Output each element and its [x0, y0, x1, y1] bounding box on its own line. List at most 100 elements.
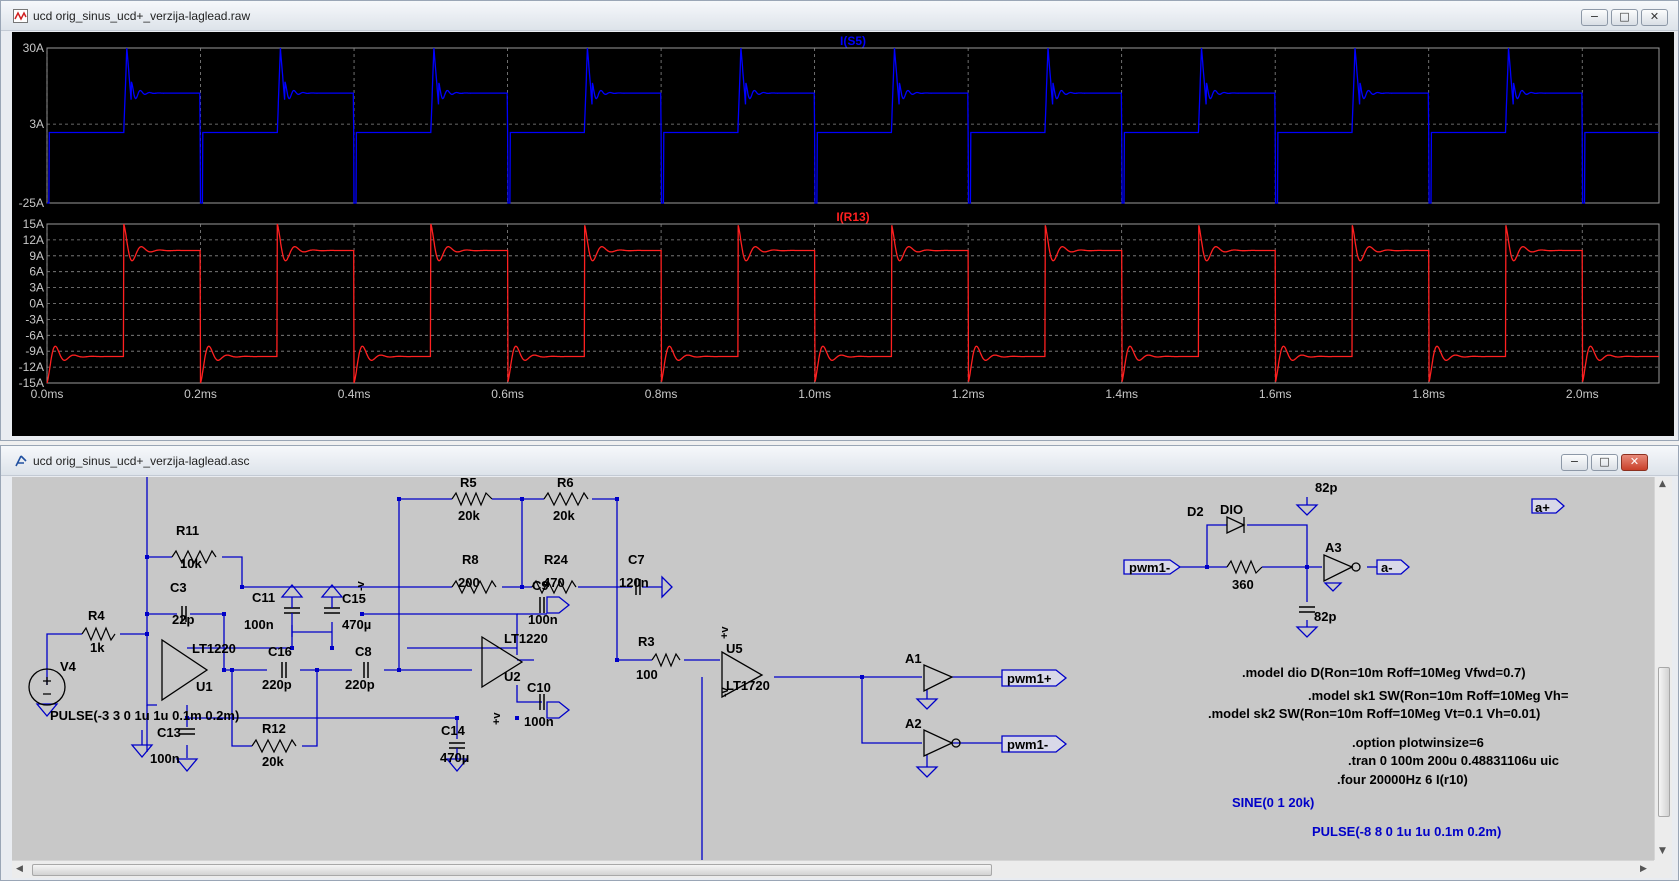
ytick-label: -9A — [25, 344, 44, 358]
ground-c15 — [320, 583, 344, 608]
label-c11: C11 — [252, 590, 275, 605]
label-r8: R8 — [462, 552, 479, 567]
label-c3: C3 — [170, 580, 187, 595]
ground-82p-bottom — [1295, 626, 1319, 638]
waveform-window-title: ucd orig_sinus_ucd+_verzija-laglead.raw — [33, 9, 251, 23]
ytick-label: 15A — [23, 217, 44, 231]
label-u1: U1 — [196, 679, 213, 694]
horizontal-scrollbar[interactable]: ◀ ▶ — [12, 860, 1654, 878]
label-c8: C8 — [355, 644, 372, 659]
scrollbar-corner — [1654, 860, 1672, 878]
label-a2: A2 — [905, 716, 922, 731]
label-v4-source: PULSE(-3 3 0 1u 1u 0.1m 0.2m) — [50, 708, 239, 723]
maximize-button[interactable]: □ — [1611, 9, 1638, 26]
label-u2-type: LT1220 — [504, 631, 548, 646]
label-c9-value: 100n — [528, 612, 558, 627]
label-r24-value: 470 — [543, 575, 565, 590]
diode-d2 — [1226, 515, 1246, 535]
label-c16: C16 — [268, 644, 292, 659]
plot-frame-1 — [46, 47, 1660, 204]
schematic-canvas[interactable]: R5 20k R6 20k R11 10k R8 200 R24 470 C7 … — [12, 477, 1654, 860]
label-82p-top: 82p — [1315, 480, 1337, 495]
schematic-window: ucd orig_sinus_ucd+_verzija-laglead.asc … — [0, 445, 1679, 881]
source-v4 — [28, 668, 66, 706]
label-r24: R24 — [544, 552, 569, 567]
ground-c9 — [546, 596, 571, 614]
xtick-label: 0.2ms — [184, 387, 217, 401]
scroll-left-arrow-icon[interactable]: ◀ — [16, 864, 23, 874]
capacitor-c11 — [284, 607, 300, 614]
label-r6-value: 20k — [553, 508, 575, 523]
wires — [46, 477, 1382, 860]
supply-labels: -v +v +v -v — [355, 580, 731, 725]
schematic-minimize-button[interactable]: − — [1561, 454, 1588, 471]
minimize-button[interactable]: − — [1581, 9, 1608, 26]
schematic-app-icon — [15, 455, 27, 467]
label-r12-value: 20k — [262, 754, 284, 769]
label-c13: C13 — [157, 725, 181, 740]
label-r11-value: 10k — [180, 556, 202, 571]
xtick-label: 0.8ms — [645, 387, 678, 401]
spice-directives: .model dio D(Ron=10m Roff=10Meg Vfwd=0.7… — [1208, 665, 1569, 787]
label-82p-bottom: 82p — [1314, 609, 1336, 624]
opamp-u2 — [481, 635, 524, 689]
ground-a3 — [1323, 582, 1343, 592]
resistor-r5 — [451, 491, 493, 507]
ytick-label: 3A — [29, 117, 44, 131]
label-r360-value: 360 — [1232, 577, 1254, 592]
ytick-label: 0A — [29, 297, 44, 311]
schematic-drawing[interactable]: R5 20k R6 20k R11 10k R8 200 R24 470 C7 … — [12, 477, 1654, 860]
vertical-scrollbar[interactable]: ▲ ▼ — [1654, 477, 1672, 860]
label-r5-value: 20k — [458, 508, 480, 523]
vertical-scroll-thumb[interactable] — [1658, 667, 1670, 817]
waveform-app-icon — [13, 9, 28, 23]
close-button[interactable]: ✕ — [1641, 9, 1668, 26]
xtick-label: 0.0ms — [31, 387, 64, 401]
scroll-down-arrow-icon[interactable]: ▼ — [1659, 846, 1666, 856]
ytick-label: 30A — [23, 41, 44, 55]
resistor-r360 — [1226, 559, 1263, 575]
resistor-r12 — [251, 738, 297, 754]
xtick-label: 0.6ms — [491, 387, 524, 401]
schematic-maximize-button[interactable]: □ — [1591, 454, 1618, 471]
capacitor-c13 — [179, 728, 195, 735]
capacitor-c16 — [281, 662, 287, 678]
label-aplus: a+ — [1535, 500, 1550, 515]
buffer-a3 — [1323, 554, 1354, 583]
ground-r11 — [130, 730, 154, 759]
schematic-titlebar[interactable]: ucd orig_sinus_ucd+_verzija-laglead.asc … — [1, 446, 1678, 476]
directive-option: .option plotwinsize=6 — [1352, 735, 1484, 750]
label-c10: C10 — [527, 680, 551, 695]
scroll-right-arrow-icon[interactable]: ▶ — [1640, 864, 1647, 874]
label-r3: R3 — [638, 634, 655, 649]
net-flags — [1001, 498, 1565, 753]
label-r4-value: 1k — [90, 640, 105, 655]
trace-title-1: I(S5) — [840, 34, 866, 48]
label-dio: DIO — [1220, 502, 1243, 517]
capacitor-c3 — [181, 606, 187, 622]
label-u5: U5 — [726, 641, 743, 656]
opamp-u1 — [161, 638, 209, 702]
capacitors — [179, 579, 1315, 749]
directive-model-dio: .model dio D(Ron=10m Roff=10Meg Vfwd=0.7… — [1242, 665, 1526, 680]
label-c8-value: 220p — [345, 677, 375, 692]
schematic-close-button[interactable]: ✕ — [1621, 454, 1648, 471]
label-c14-value: 470µ — [440, 750, 469, 765]
horizontal-scroll-thumb[interactable] — [32, 864, 992, 876]
label-c13-value: 100n — [150, 751, 180, 766]
resistor-r8 — [451, 579, 497, 595]
ground-a2 — [915, 755, 939, 778]
label-pwm1m-out: pwm1- — [1007, 737, 1048, 752]
waveform-plots[interactable]: 30A3A-25AI(S5)15A12A9A6A3A0A-3A-6A-9A-12… — [12, 32, 1674, 436]
capacitor-82p-bottom — [1299, 606, 1315, 613]
label-r11: R11 — [176, 523, 199, 538]
xtick-label: 1.6ms — [1259, 387, 1292, 401]
label-pwm1m-in: pwm1- — [1129, 560, 1170, 575]
ytick-label: -25A — [19, 196, 44, 210]
ytick-label: -12A — [19, 360, 44, 374]
ground-82p-top — [1295, 504, 1319, 516]
capacitor-c9 — [539, 597, 545, 613]
scroll-up-arrow-icon[interactable]: ▲ — [1659, 479, 1666, 489]
waveform-titlebar[interactable]: ucd orig_sinus_ucd+_verzija-laglead.raw … — [1, 1, 1678, 31]
